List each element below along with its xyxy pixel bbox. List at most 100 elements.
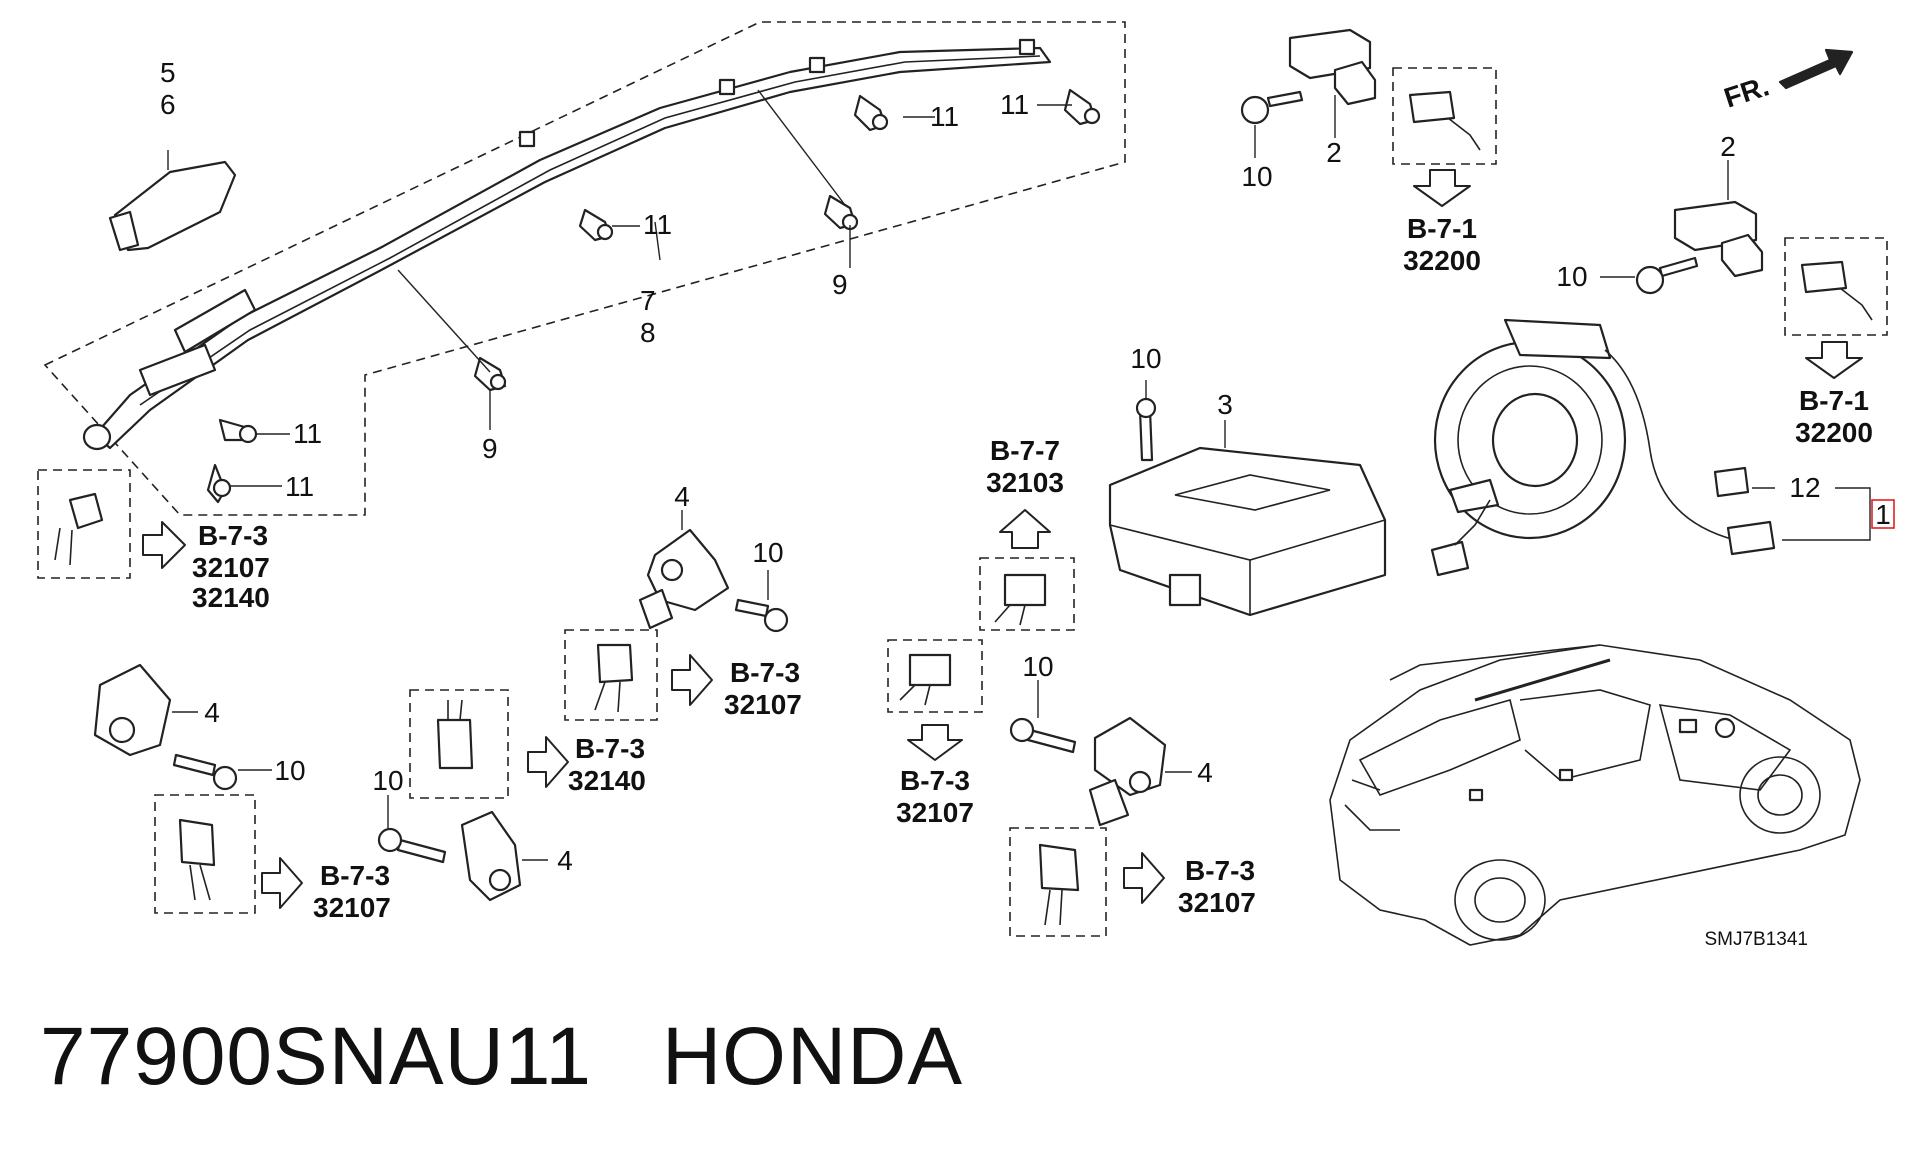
clip-icon bbox=[1713, 466, 1750, 498]
connector-detail-box bbox=[409, 689, 509, 799]
ref-b73: B-7-3 bbox=[198, 520, 268, 551]
callout-2: 2 bbox=[1326, 137, 1342, 168]
ref-b73: B-7-3 bbox=[320, 860, 390, 891]
ref-32107: 32107 bbox=[724, 689, 802, 720]
reference-arrow-icon bbox=[907, 724, 963, 761]
bolt-icon bbox=[473, 356, 507, 392]
connector-icon bbox=[899, 653, 952, 706]
ref-b71: B-7-1 bbox=[1799, 385, 1869, 416]
airbag-cover-part bbox=[108, 160, 237, 252]
bolt-icon bbox=[853, 94, 889, 132]
ref-b71: B-7-1 bbox=[1407, 213, 1477, 244]
ref-32107: 32107 bbox=[313, 892, 391, 923]
reference-arrow-icon bbox=[527, 736, 569, 788]
connector-detail-box bbox=[979, 557, 1075, 631]
bolt-icon bbox=[578, 208, 614, 242]
bolt-icon bbox=[1009, 717, 1077, 754]
connector-detail-box bbox=[154, 794, 256, 914]
ref-32107: 32107 bbox=[1178, 887, 1256, 918]
ref-b73: B-7-3 bbox=[1185, 855, 1255, 886]
connector-icon bbox=[994, 573, 1047, 626]
impact-sensor-part bbox=[93, 663, 172, 757]
callout-10: 10 bbox=[274, 755, 305, 786]
ref-32140: 32140 bbox=[192, 582, 270, 613]
impact-sensor-part bbox=[638, 528, 730, 630]
ref-32103: 32103 bbox=[986, 467, 1064, 498]
callout-11: 11 bbox=[643, 209, 672, 240]
callout-11: 11 bbox=[930, 101, 959, 132]
reference-arrow-icon bbox=[1805, 341, 1863, 379]
sensor-connector-part bbox=[1288, 28, 1377, 106]
ref-32140: 32140 bbox=[568, 765, 646, 796]
callout-1: 1 bbox=[1875, 499, 1891, 530]
connector-detail-box bbox=[1009, 827, 1107, 937]
impact-sensor-part bbox=[1088, 716, 1167, 827]
callout-8: 8 bbox=[640, 317, 656, 348]
connector-icon bbox=[54, 492, 104, 566]
reference-arrow-icon bbox=[999, 509, 1051, 549]
ref-32200: 32200 bbox=[1795, 417, 1873, 448]
callout-10: 10 bbox=[1241, 161, 1272, 192]
callout-5: 5 bbox=[160, 57, 176, 88]
ref-32107: 32107 bbox=[896, 797, 974, 828]
ref-b73: B-7-3 bbox=[575, 733, 645, 764]
callout-10: 10 bbox=[752, 537, 783, 568]
callout-12: 12 bbox=[1789, 472, 1820, 503]
callout-10: 10 bbox=[1130, 343, 1161, 374]
callout-6: 6 bbox=[160, 89, 176, 120]
reference-arrow-icon bbox=[261, 857, 303, 909]
connector-detail-box bbox=[1784, 237, 1888, 336]
callout-11: 11 bbox=[285, 471, 314, 502]
bolt-icon bbox=[172, 753, 238, 791]
connector-icon bbox=[1408, 90, 1481, 151]
bolt-icon bbox=[1635, 256, 1699, 295]
bolt-icon bbox=[206, 463, 232, 504]
ref-b77: B-7-7 bbox=[990, 435, 1060, 466]
bolt-icon bbox=[1063, 88, 1101, 126]
front-indicator: FR. bbox=[1720, 70, 1772, 113]
reference-arrow-icon bbox=[1123, 852, 1165, 904]
bolt-icon bbox=[1135, 397, 1157, 462]
sensor-connector-part bbox=[1673, 200, 1764, 278]
connector-icon bbox=[436, 699, 474, 770]
callout-10: 10 bbox=[1556, 261, 1587, 292]
ref-b73: B-7-3 bbox=[730, 657, 800, 688]
part-number: 77900SNAU11 bbox=[40, 1011, 592, 1102]
callout-4: 4 bbox=[557, 845, 573, 876]
callout-4: 4 bbox=[204, 697, 220, 728]
connector-detail-box bbox=[887, 639, 983, 713]
ref-32107: 32107 bbox=[192, 552, 270, 583]
callout-11: 11 bbox=[293, 418, 322, 449]
connector-icon bbox=[1800, 260, 1873, 321]
connector-icon bbox=[178, 818, 216, 901]
callout-11: 11 bbox=[1000, 89, 1029, 120]
curtain-airbag-enclosure bbox=[43, 21, 1126, 516]
connector-icon bbox=[594, 643, 634, 713]
bolt-icon bbox=[734, 598, 789, 633]
footer-caption: 77900SNAU11 HONDA bbox=[40, 1010, 1033, 1104]
vehicle-location-illustration bbox=[1329, 644, 1861, 946]
reference-arrow-icon bbox=[671, 654, 713, 706]
front-direction-arrow-icon bbox=[1778, 48, 1854, 90]
callout-7: 7 bbox=[640, 285, 656, 316]
callout-10: 10 bbox=[1022, 651, 1053, 682]
brand-name: HONDA bbox=[661, 1011, 964, 1102]
diagram-code: SMJ7B1341 bbox=[1704, 929, 1808, 950]
callout-10: 10 bbox=[372, 765, 403, 796]
callout-1-highlight bbox=[1871, 499, 1895, 529]
bolt-icon bbox=[377, 827, 447, 864]
connector-detail-box bbox=[1392, 67, 1497, 165]
bolt-icon bbox=[1240, 90, 1304, 125]
ref-b73: B-7-3 bbox=[900, 765, 970, 796]
bolt-icon bbox=[823, 194, 859, 231]
callout-3: 3 bbox=[1217, 389, 1233, 420]
cable-reel-part bbox=[1430, 318, 1776, 577]
ref-32200: 32200 bbox=[1403, 245, 1481, 276]
impact-sensor-part bbox=[460, 810, 522, 902]
callout-9: 9 bbox=[482, 433, 498, 464]
reference-arrow-icon bbox=[1413, 169, 1471, 207]
callout-4: 4 bbox=[674, 481, 690, 512]
callout-4: 4 bbox=[1197, 757, 1213, 788]
